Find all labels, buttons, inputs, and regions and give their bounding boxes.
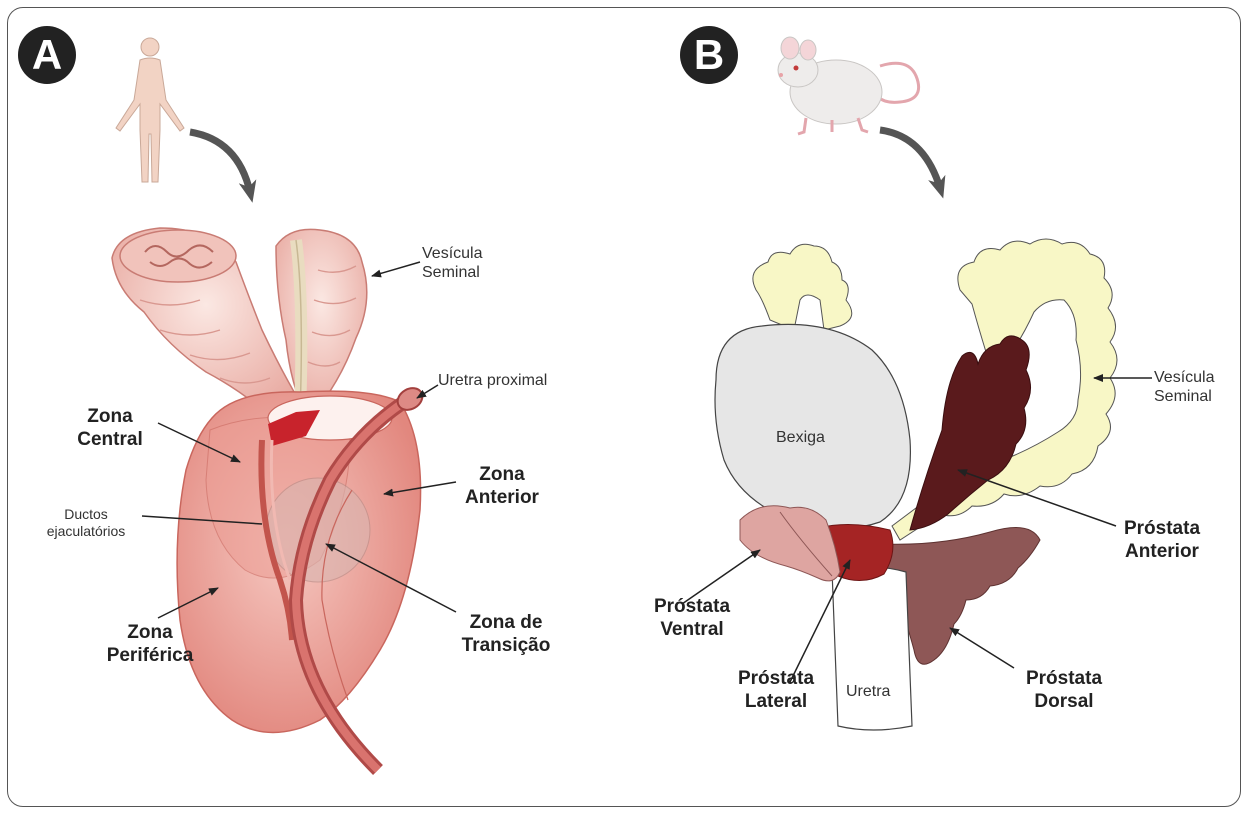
label-bexiga: Bexiga bbox=[776, 428, 825, 447]
label-text: Seminal bbox=[422, 263, 482, 282]
label-text: Periférica bbox=[96, 645, 204, 668]
seminal-vesicle-left-illustration bbox=[112, 228, 300, 420]
label-text: Zona bbox=[64, 406, 156, 429]
label-text: Próstata bbox=[724, 668, 828, 691]
label-text: Central bbox=[64, 429, 156, 452]
label-text: Zona bbox=[452, 464, 552, 487]
urethra-illustration bbox=[832, 566, 912, 730]
label-text: Ductos bbox=[30, 506, 142, 523]
label-uretra: Uretra bbox=[846, 682, 890, 701]
curved-arrow-a bbox=[190, 132, 250, 192]
label-text: Ventral bbox=[640, 619, 744, 642]
label-prostata-lateral: Próstata Lateral bbox=[724, 668, 828, 714]
label-text: Próstata bbox=[1108, 518, 1216, 541]
arrow-vesicula-seminal-a bbox=[372, 262, 420, 276]
label-text: ejaculatórios bbox=[30, 523, 142, 540]
label-vesicula-seminal-b: Vesícula Seminal bbox=[1154, 368, 1214, 406]
panel-b-badge: B bbox=[680, 26, 738, 84]
human-figure-icon bbox=[116, 38, 184, 182]
label-text: Anterior bbox=[452, 487, 552, 510]
label-ductos-ejaculatorios: Ductos ejaculatórios bbox=[30, 506, 142, 540]
label-uretra-proximal: Uretra proximal bbox=[438, 371, 547, 390]
label-text: Próstata bbox=[1012, 668, 1116, 691]
label-text: Dorsal bbox=[1012, 691, 1116, 714]
label-vesicula-seminal-a: Vesícula Seminal bbox=[422, 244, 482, 282]
label-text: Vesícula bbox=[422, 244, 482, 263]
label-text: Lateral bbox=[724, 691, 828, 714]
label-zona-periferica: Zona Periférica bbox=[96, 622, 204, 668]
label-text: Transição bbox=[452, 635, 560, 658]
label-text: Vesícula bbox=[1154, 368, 1214, 387]
label-text: Anterior bbox=[1108, 541, 1216, 564]
label-zona-anterior: Zona Anterior bbox=[452, 464, 552, 510]
bladder-illustration bbox=[715, 324, 910, 528]
arrow-prostata-dorsal bbox=[950, 628, 1014, 668]
label-zona-transicao: Zona de Transição bbox=[452, 612, 560, 658]
curved-arrow-b bbox=[880, 130, 940, 188]
label-text: Zona de bbox=[452, 612, 560, 635]
label-text: Próstata bbox=[640, 596, 744, 619]
mouse-icon bbox=[778, 37, 919, 134]
label-prostata-anterior: Próstata Anterior bbox=[1108, 518, 1216, 564]
label-prostata-ventral: Próstata Ventral bbox=[640, 596, 744, 642]
panel-a-badge: A bbox=[18, 26, 76, 84]
label-zona-central: Zona Central bbox=[64, 406, 156, 452]
label-text: Seminal bbox=[1154, 387, 1214, 406]
label-prostata-dorsal: Próstata Dorsal bbox=[1012, 668, 1116, 714]
label-text: Zona bbox=[96, 622, 204, 645]
